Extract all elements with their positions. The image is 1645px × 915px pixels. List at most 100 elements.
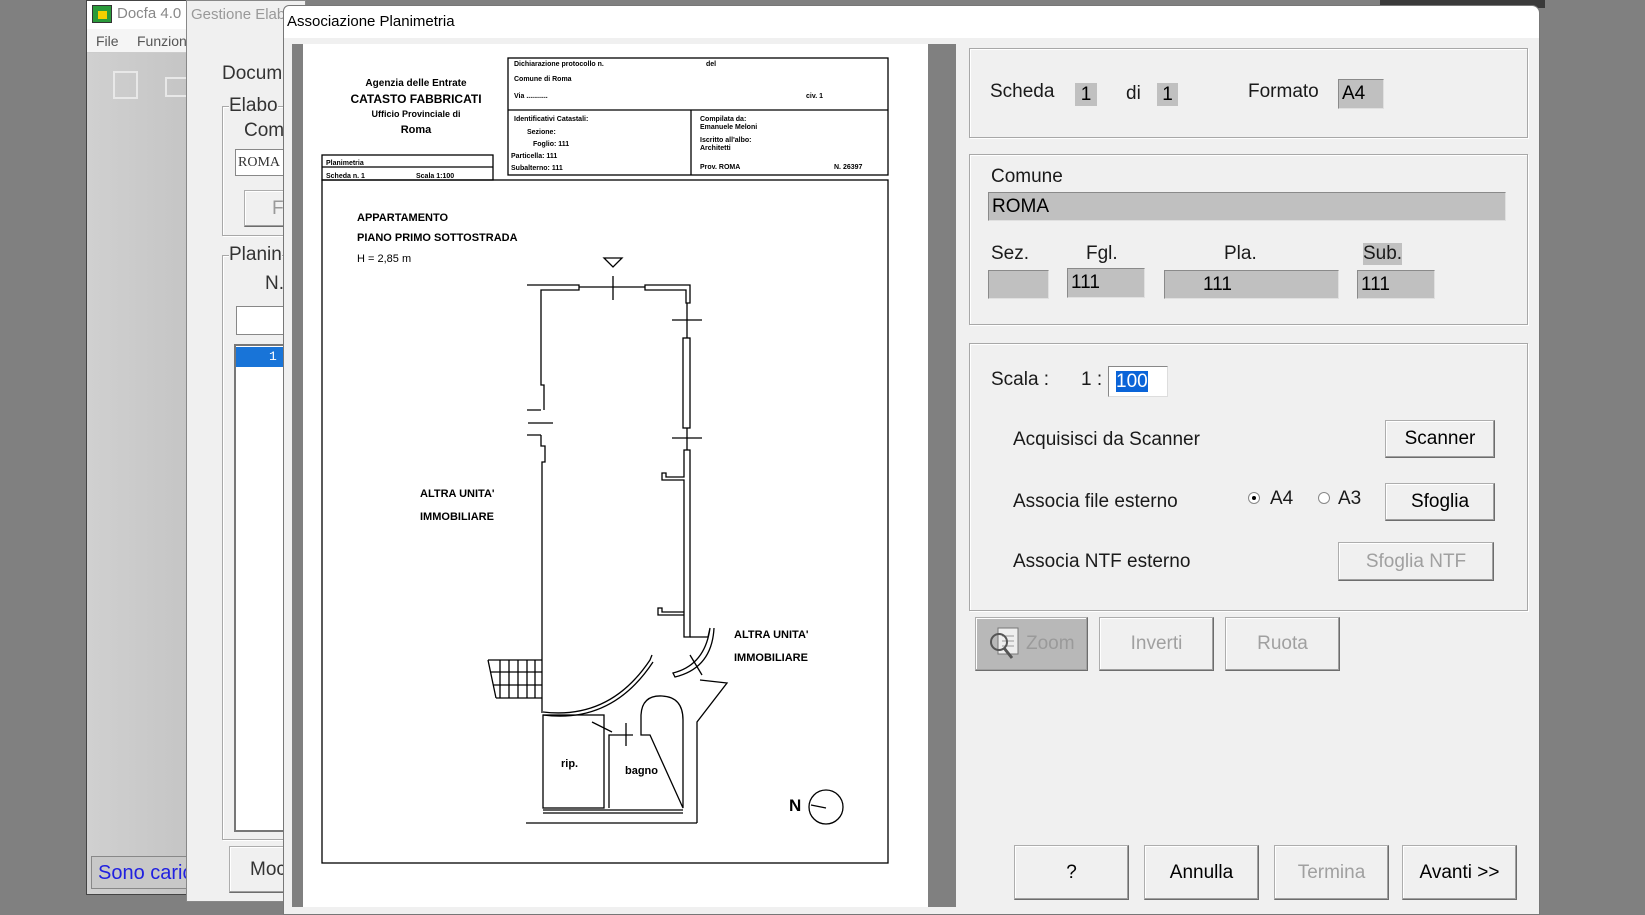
comune-plan-label: Comune di Roma	[514, 76, 572, 83]
list-item-selected[interactable]: 1	[236, 347, 292, 367]
list-item-label: 1	[269, 349, 277, 364]
north-label: N	[789, 796, 801, 815]
ruota-button[interactable]: Ruota	[1225, 617, 1340, 671]
scala-input[interactable]: 100	[1108, 366, 1168, 397]
sezione-label: Sezione:	[527, 129, 556, 136]
avanti-button[interactable]: Avanti >>	[1402, 845, 1517, 900]
iscritto-label: Iscritto all'albo:	[700, 137, 751, 144]
di-label: di	[1126, 83, 1141, 104]
albo-label: Architetti	[700, 145, 731, 152]
scala-input-value: 100	[1116, 371, 1148, 392]
fgl-label: Fgl.	[1086, 243, 1118, 264]
north-compass	[808, 789, 844, 825]
pla-field[interactable]: 111	[1164, 270, 1339, 299]
scheda-label: Scheda n. 1	[326, 173, 365, 180]
comune-field[interactable]: ROMA	[988, 192, 1506, 221]
docum-label: Docum	[222, 63, 283, 84]
floor-plan-drawing: Agenzia delle Entrate CATASTO FABBRICATI…	[321, 57, 889, 864]
scheda-value: 1	[1075, 83, 1097, 106]
other-unit-right-1: ALTRA UNITA'	[734, 629, 809, 641]
sfoglia-ntf-button-label: Sfoglia NTF	[1365, 550, 1467, 572]
height-label: H = 2,85 m	[357, 253, 411, 265]
dialog-titlebar: Associazione Planimetria	[284, 6, 1539, 38]
dialog-title: Associazione Planimetria	[287, 13, 455, 30]
docfa-title: Docfa 4.0	[117, 5, 182, 22]
identificativi-group	[969, 154, 1528, 325]
num-label: N. 26397	[834, 164, 863, 171]
inverti-button-label: Inverti	[1130, 633, 1183, 654]
ntf-label: Associa NTF esterno	[1013, 551, 1191, 572]
zoom-magnifier-icon	[990, 627, 1019, 659]
help-button[interactable]: ?	[1014, 845, 1129, 900]
header-box	[507, 57, 889, 176]
com-label: Com	[244, 120, 285, 141]
entrance-triangle	[602, 257, 624, 268]
formato-value: A4	[1338, 79, 1384, 109]
status-text: Sono caric	[98, 862, 193, 884]
sfoglia-ntf-button[interactable]: Sfoglia NTF	[1338, 542, 1494, 581]
menu-funzioni[interactable]: Funzion	[137, 33, 187, 49]
stairs	[487, 659, 542, 699]
scanner-button[interactable]: Scanner	[1385, 420, 1495, 458]
del-label: del	[706, 61, 716, 68]
zoom-button[interactable]: Zoom	[975, 617, 1088, 671]
fgl-field[interactable]: 111	[1067, 268, 1145, 298]
file-label: Associa file esterno	[1013, 491, 1178, 512]
scanner-button-label: Scanner	[1404, 428, 1476, 449]
elabo-group-label: Elabo	[229, 95, 278, 117]
compilata-label: Compilata da:	[700, 116, 746, 123]
sez-field[interactable]	[988, 270, 1049, 299]
scala-plan-label: Scala 1:100	[416, 173, 454, 180]
sfoglia-button[interactable]: Sfoglia	[1385, 483, 1495, 521]
ufficio-label: Ufficio Provinciale di	[371, 109, 460, 119]
zoom-button-label: Zoom	[1026, 633, 1075, 654]
termina-button-label: Termina	[1297, 861, 1366, 883]
scala-label: Scala :	[991, 369, 1050, 390]
wall-top	[527, 284, 580, 713]
prov-label: Prov. ROMA	[700, 164, 740, 171]
menu-file[interactable]: File	[96, 33, 119, 49]
other-unit-left-2: IMMOBILIARE	[420, 511, 494, 523]
pla-label: Pla.	[1224, 243, 1257, 264]
formato-label: Formato	[1248, 81, 1319, 102]
inverti-button[interactable]: Inverti	[1099, 617, 1214, 671]
catasto-label: CATASTO FABBRICATI	[350, 92, 481, 106]
planim-group-label: Planin	[229, 244, 282, 266]
bagno-label: bagno	[625, 765, 658, 777]
n-label: N.	[265, 273, 284, 294]
new-document-icon[interactable]	[113, 71, 138, 99]
unit-label: APPARTAMENTO	[357, 212, 449, 224]
rip-label: rip.	[561, 758, 578, 770]
scala-prefix: 1 :	[1081, 369, 1103, 390]
scanner-label: Acquisisci da Scanner	[1013, 429, 1200, 450]
background-strip	[1380, 0, 1545, 8]
annulla-button-label: Annulla	[1169, 861, 1234, 883]
termina-button[interactable]: Termina	[1274, 845, 1389, 900]
comune-input-value: ROMA	[238, 155, 281, 170]
scheda-label: Scheda	[990, 81, 1055, 102]
radio-a3-label: A3	[1338, 488, 1362, 509]
ruota-button-label: Ruota	[1257, 633, 1308, 654]
scheda-group	[969, 48, 1528, 138]
annulla-button[interactable]: Annulla	[1144, 845, 1259, 900]
help-button-label: ?	[1066, 861, 1077, 883]
agency-name: Agenzia delle Entrate	[365, 78, 467, 89]
room-rip	[542, 714, 605, 809]
arc-door	[542, 654, 654, 717]
foglio-label: Foglio: 111	[533, 141, 569, 148]
plan-frame	[321, 179, 889, 864]
radio-a4[interactable]	[1248, 492, 1260, 504]
subalterno-label: Subalterno: 111	[511, 165, 563, 172]
sub-field[interactable]: 111	[1357, 270, 1435, 299]
sfoglia-button-label: Sfoglia	[1410, 491, 1470, 512]
civ-label: civ. 1	[806, 93, 823, 100]
particella-label: Particella: 111	[511, 153, 557, 160]
sez-label: Sez.	[991, 243, 1030, 264]
via-label: Via ...........	[514, 93, 548, 100]
radio-a3[interactable]	[1318, 492, 1330, 504]
sub-label: Sub.	[1363, 243, 1403, 265]
room-closet	[696, 679, 729, 823]
window-right	[682, 337, 691, 429]
mod-button-label: Moc	[250, 858, 286, 880]
acquisizione-group	[969, 343, 1528, 611]
